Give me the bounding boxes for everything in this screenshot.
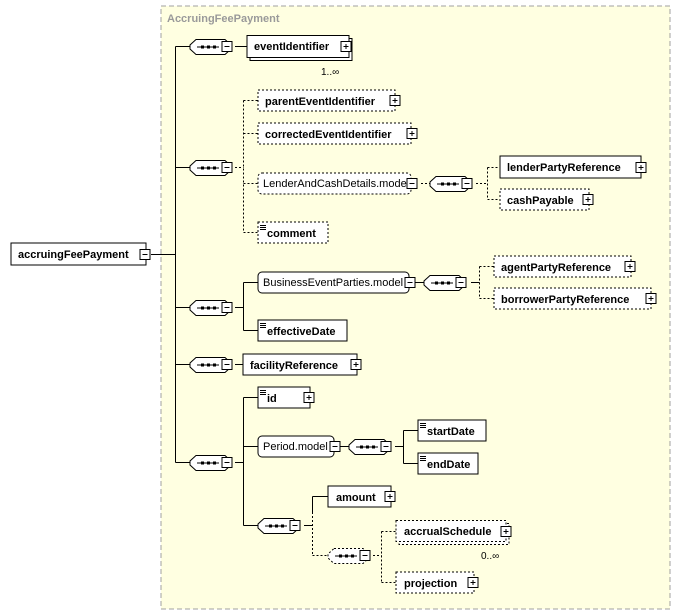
element-label: effectiveDate [267, 326, 335, 338]
element-label: accrualSchedule [404, 526, 491, 538]
group-period-model[interactable]: Period.model [257, 435, 335, 458]
element-borrower-party-reference[interactable]: borrowerPartyReference [493, 287, 652, 310]
sequence-compositor-icon[interactable] [189, 357, 233, 373]
element-projection[interactable]: projection [395, 571, 475, 594]
documentation-icon [260, 225, 266, 230]
minus-box-icon[interactable] [329, 441, 341, 452]
plus-box-icon[interactable] [406, 128, 418, 139]
plus-box-icon[interactable] [340, 41, 352, 52]
element-corrected-event-identifier[interactable]: correctedEventIdentifier [257, 122, 412, 145]
element-label: facilityReference [250, 360, 338, 372]
cardinality-label: 1..∞ [321, 67, 339, 78]
element-label: startDate [427, 426, 475, 438]
element-parent-event-identifier[interactable]: parentEventIdentifier [257, 89, 396, 112]
element-label: parentEventIdentifier [265, 96, 376, 108]
group-label: BusinessEventParties.model [263, 277, 403, 289]
element-label: endDate [427, 459, 470, 471]
minus-box-icon[interactable] [404, 277, 416, 288]
sequence-compositor-icon[interactable] [189, 160, 233, 176]
plus-box-icon[interactable] [389, 95, 401, 106]
cardinality-label: 0..∞ [481, 551, 499, 562]
sequence-compositor-icon[interactable] [257, 518, 301, 534]
plus-box-icon[interactable] [303, 392, 315, 403]
element-comment[interactable]: comment [257, 221, 329, 244]
plus-box-icon[interactable] [624, 261, 636, 272]
group-business-event-parties-model[interactable]: BusinessEventParties.model [257, 271, 410, 294]
sequence-compositor-icon[interactable] [189, 455, 233, 471]
element-start-date[interactable]: startDate [417, 419, 487, 442]
sequence-compositor-icon[interactable] [189, 39, 233, 55]
optional-connectors [235, 100, 500, 583]
plus-box-icon[interactable] [500, 526, 512, 537]
documentation-icon [420, 456, 426, 461]
plus-box-icon[interactable] [350, 359, 362, 370]
plus-box-icon[interactable] [384, 491, 396, 502]
element-label: lenderPartyReference [507, 162, 621, 174]
group-label: LenderAndCashDetails.model [263, 178, 409, 190]
plus-box-icon[interactable] [467, 577, 479, 588]
element-event-identifier[interactable]: eventIdentifier [246, 35, 353, 61]
plus-box-icon[interactable] [582, 194, 594, 205]
element-facility-reference[interactable]: facilityReference [242, 353, 358, 376]
element-label: eventIdentifier [254, 41, 330, 53]
documentation-icon [260, 323, 266, 328]
element-label: borrowerPartyReference [501, 294, 629, 306]
minus-box-icon[interactable] [139, 249, 151, 260]
element-label: cashPayable [507, 195, 574, 207]
plus-box-icon[interactable] [635, 162, 647, 173]
group-lender-and-cash-details-model[interactable]: LenderAndCashDetails.model [257, 172, 412, 195]
group-label: Period.model [263, 441, 328, 453]
element-accrual-schedule[interactable]: accrualSchedule [395, 520, 510, 545]
element-label: agentPartyReference [501, 262, 611, 274]
minus-box-icon[interactable] [406, 178, 418, 189]
element-label: comment [267, 228, 316, 240]
plus-box-icon[interactable] [645, 293, 657, 304]
element-lender-party-reference[interactable]: lenderPartyReference [499, 155, 642, 179]
element-accruing-fee-payment[interactable]: accruingFeePayment [10, 242, 147, 266]
element-label: amount [336, 492, 376, 504]
sequence-compositor-icon[interactable] [327, 548, 371, 564]
element-agent-party-reference[interactable]: agentPartyReference [493, 255, 632, 278]
element-amount[interactable]: amount [327, 485, 392, 508]
element-label: projection [404, 578, 457, 590]
sequence-compositor-icon[interactable] [429, 176, 473, 192]
element-label: correctedEventIdentifier [265, 129, 392, 141]
group-title: AccruingFeePayment [167, 13, 280, 25]
element-label: accruingFeePayment [18, 249, 129, 261]
element-label: id [267, 393, 277, 405]
sequence-compositor-icon[interactable] [348, 439, 392, 455]
element-cash-payable[interactable]: cashPayable [499, 188, 590, 211]
element-effective-date[interactable]: effectiveDate [257, 319, 348, 342]
element-end-date[interactable]: endDate [417, 452, 479, 475]
documentation-icon [420, 423, 426, 428]
documentation-icon [260, 390, 266, 395]
sequence-compositor-icon[interactable] [189, 300, 233, 316]
sequence-compositor-icon[interactable] [423, 275, 467, 291]
connectors [151, 46, 480, 526]
